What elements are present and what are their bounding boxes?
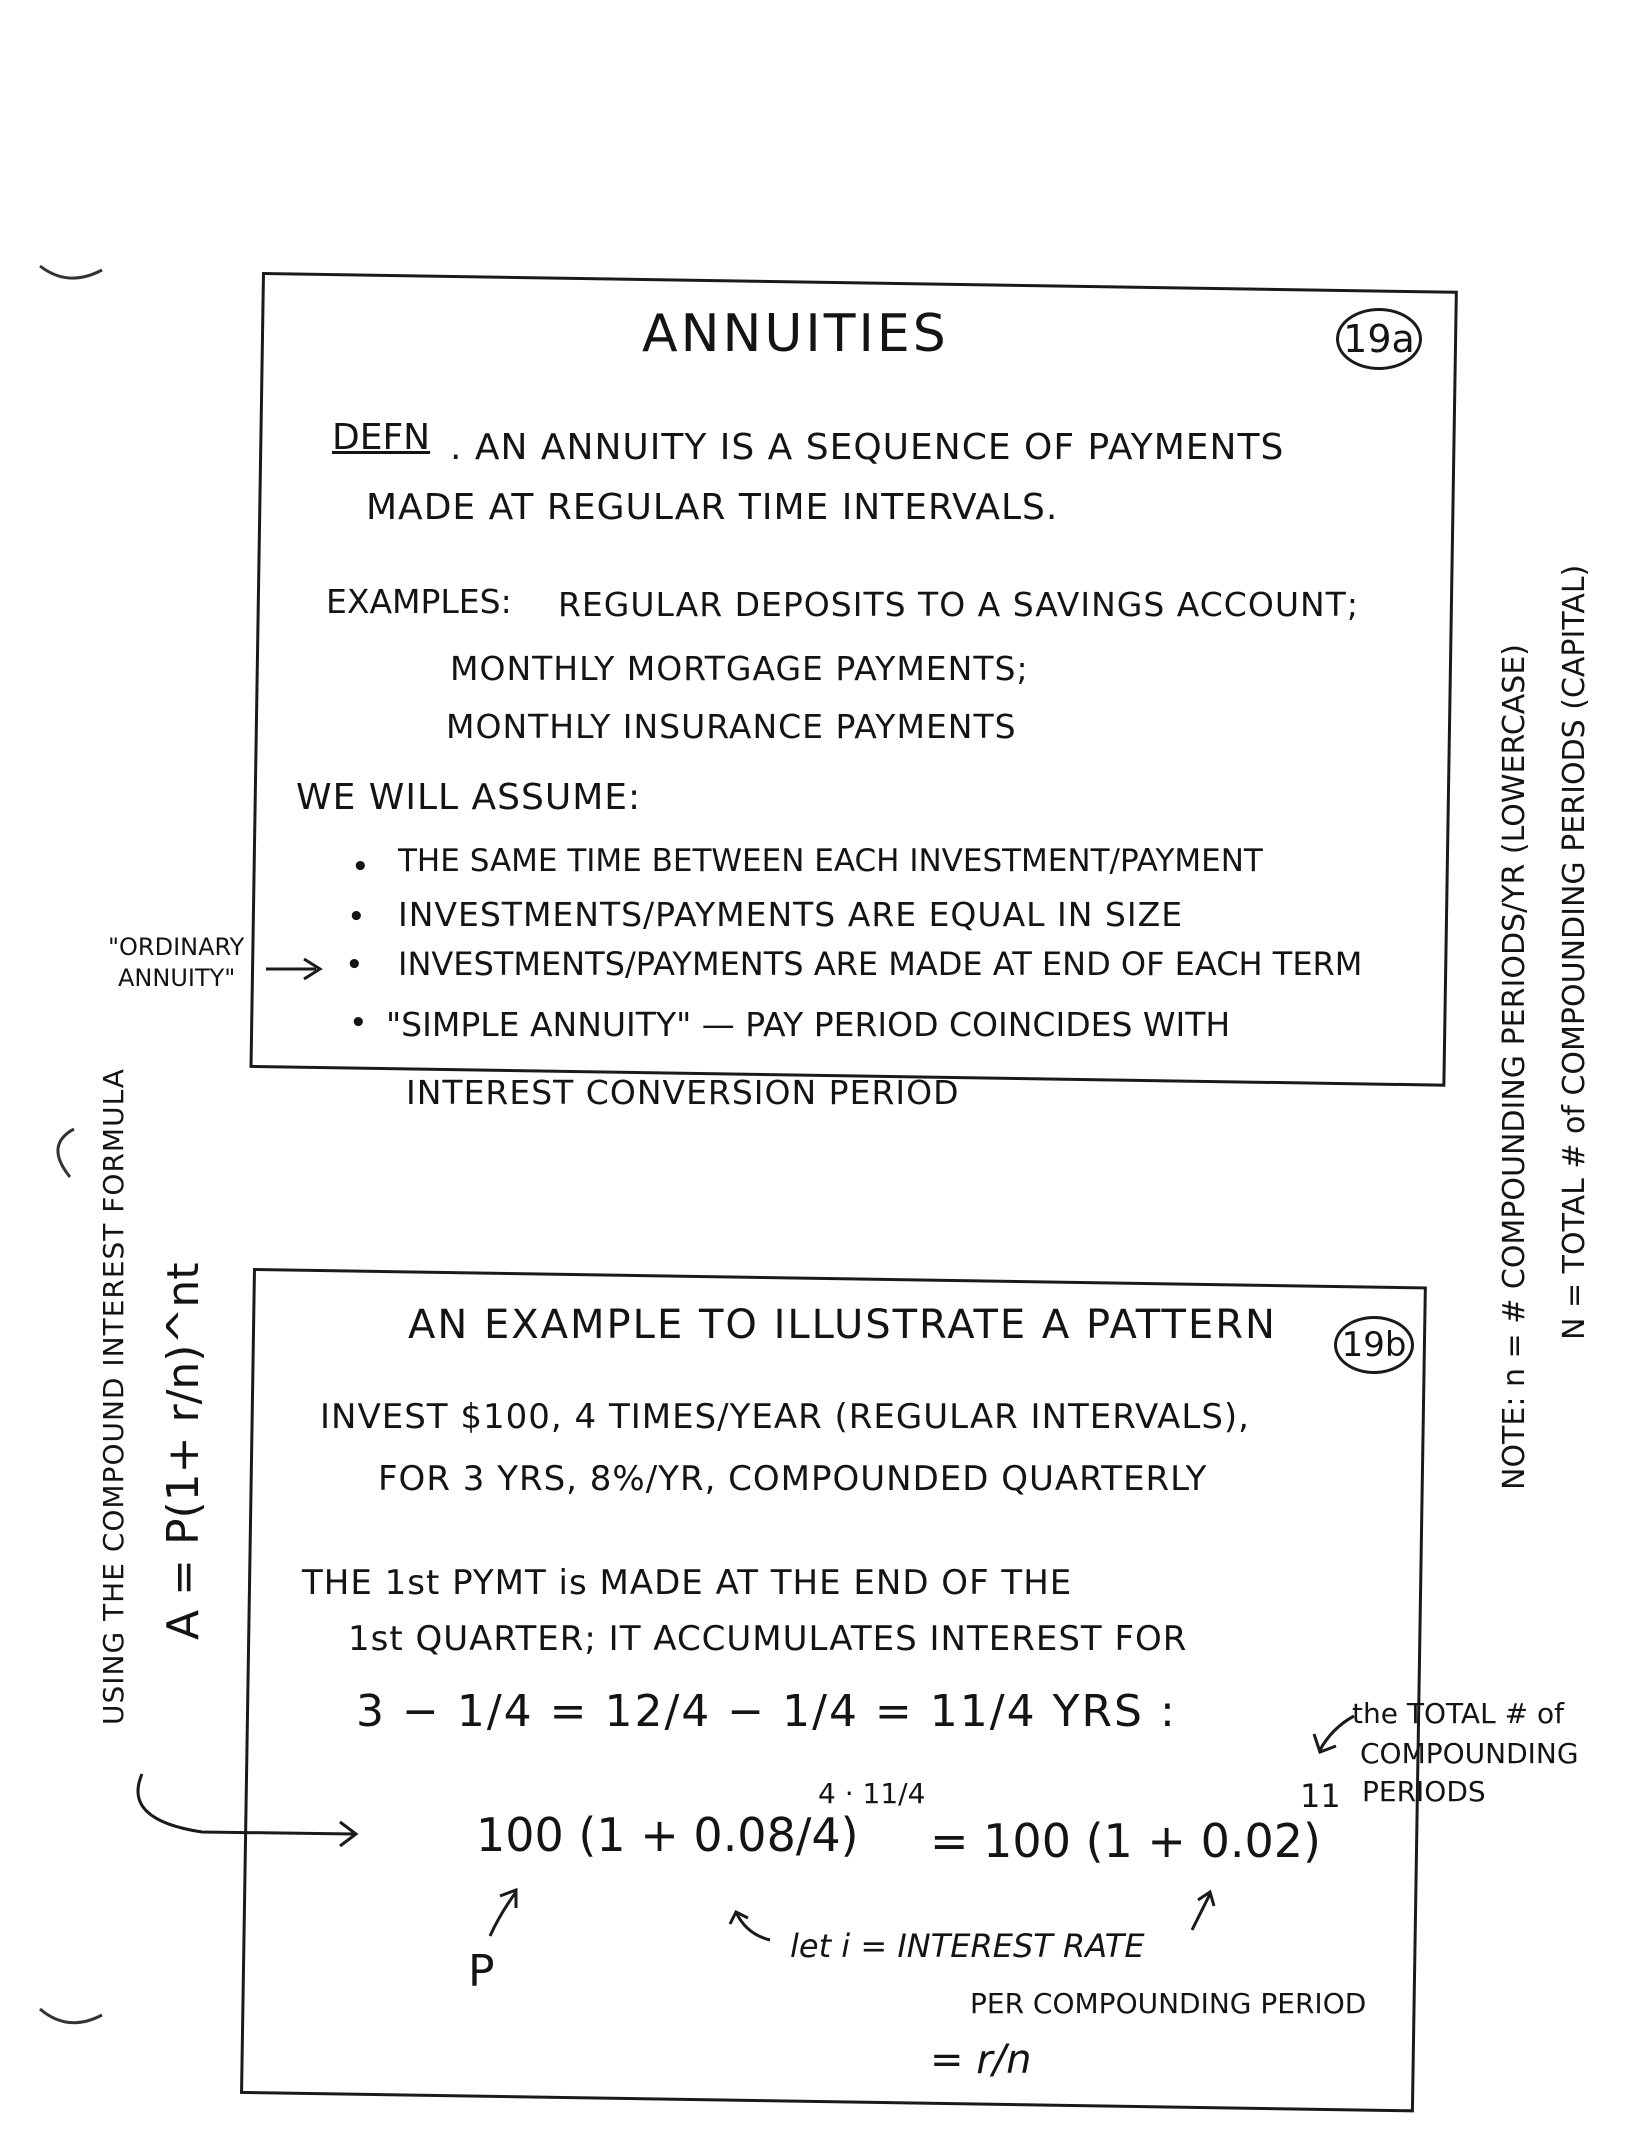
- arrow-icon: [488, 1887, 518, 1937]
- example-line-1: INVEST $100, 4 TIMES/YEAR (REGULAR INTER…: [320, 1397, 1250, 1437]
- example-line-3: THE 1st PYMT is MADE AT THE END OF THE: [302, 1563, 1073, 1603]
- example-item: MONTHLY INSURANCE PAYMENTS: [446, 707, 1017, 746]
- interest-rate-note: let i = INTEREST RATE: [790, 1927, 1145, 1965]
- bullet-icon: •: [352, 852, 369, 882]
- p-label: P: [468, 1946, 495, 1997]
- binder-mark-top: [39, 264, 103, 280]
- defn-line-1: . AN ANNUITY IS A SEQUENCE OF PAYMENTS: [450, 427, 1285, 468]
- assumption-continuation: INTEREST CONVERSION PERIOD: [406, 1073, 960, 1112]
- assumption-item: INVESTMENTS/PAYMENTS ARE MADE AT END OF …: [398, 945, 1363, 983]
- defn-line-2: MADE AT REGULAR TIME INTERVALS.: [366, 487, 1059, 528]
- bullet-icon: •: [348, 902, 365, 932]
- total-periods-note: the TOTAL # of: [1352, 1697, 1564, 1730]
- page-title: ANNUITIES: [642, 304, 949, 364]
- arrow-icon: [1190, 1889, 1216, 1931]
- years-equation: 3 − 1/4 = 12/4 − 1/4 = 11/4 YRS :: [356, 1686, 1177, 1737]
- accumulation-equation-left: 100 (1 + 0.08/4): [476, 1808, 859, 1862]
- arrow-icon: [1312, 1714, 1355, 1754]
- example-item: MONTHLY MORTGAGE PAYMENTS;: [450, 649, 1029, 688]
- bullet-icon: •: [346, 950, 363, 980]
- total-periods-note: PERIODS: [1362, 1775, 1486, 1808]
- compound-formula-note: USING THE COMPOUND INTEREST FORMULA: [97, 1068, 130, 1725]
- note-n-lowercase: NOTE: n = # COMPOUNDING PERIODS/YR (LOWE…: [1497, 643, 1532, 1490]
- example-title: AN EXAMPLE TO ILLUSTRATE A PATTERN: [408, 1302, 1277, 1348]
- total-periods-note: COMPOUNDING: [1360, 1737, 1579, 1770]
- accumulation-equation-right: = 100 (1 + 0.02): [930, 1814, 1321, 1868]
- compound-formula: A = P(1+ r/n)^nt: [158, 1262, 209, 1640]
- assumption-item: "SIMPLE ANNUITY" — PAY PERIOD COINCIDES …: [386, 1005, 1231, 1044]
- curved-arrow-icon: [136, 1773, 359, 1848]
- bullet-icon: •: [350, 1008, 367, 1038]
- assumption-item: INVESTMENTS/PAYMENTS ARE EQUAL IN SIZE: [398, 895, 1184, 934]
- accumulation-right-exponent: 11: [1300, 1777, 1341, 1815]
- interest-rate-note: PER COMPOUNDING PERIOD: [970, 1987, 1367, 2020]
- arrow-icon: [266, 957, 323, 981]
- examples-label: EXAMPLES:: [326, 582, 512, 621]
- defn-label: DEFN: [332, 417, 431, 458]
- ordinary-annuity-note: ANNUITY": [118, 964, 236, 992]
- ordinary-annuity-note: "ORDINARY: [108, 933, 245, 961]
- page-label-19a: 19a: [1336, 308, 1422, 370]
- note-n-capital: N = TOTAL # of COMPOUNDING PERIODS (CAPI…: [1557, 564, 1592, 1340]
- binder-mark-middle: [56, 1127, 75, 1178]
- example-line-2: FOR 3 YRS, 8%/YR, COMPOUNDED QUARTERLY: [378, 1459, 1208, 1499]
- assumption-item: THE SAME TIME BETWEEN EACH INVESTMENT/PA…: [398, 843, 1263, 879]
- interest-rate-note: = r/n: [930, 2037, 1032, 2083]
- page-label-19b: 19b: [1334, 1316, 1414, 1374]
- binder-mark-bottom: [39, 2007, 103, 2025]
- example-line-4: 1st QUARTER; IT ACCUMULATES INTEREST FOR: [348, 1619, 1188, 1659]
- assume-heading: WE WILL ASSUME:: [296, 777, 642, 818]
- example-item: REGULAR DEPOSITS TO A SAVINGS ACCOUNT;: [558, 585, 1359, 624]
- arrow-icon: [728, 1909, 771, 1942]
- accumulation-exponent: 4 · 11/4: [818, 1777, 926, 1810]
